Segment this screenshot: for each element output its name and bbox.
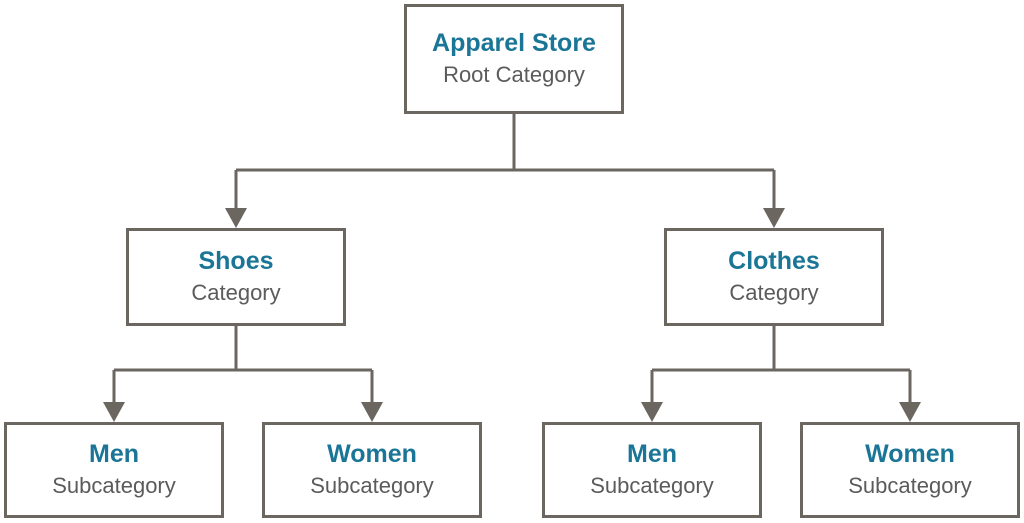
node-subtitle: Subcategory xyxy=(52,473,176,498)
node-shoes-men: Men Subcategory xyxy=(4,422,224,518)
node-subtitle: Category xyxy=(191,280,281,305)
node-subtitle: Root Category xyxy=(443,62,585,87)
arrowhead-women-2 xyxy=(899,402,921,422)
node-subtitle: Subcategory xyxy=(310,473,434,498)
node-shoes-women: Women Subcategory xyxy=(262,422,482,518)
node-title: Apparel Store xyxy=(432,29,596,57)
arrowhead-men-1 xyxy=(103,402,125,422)
arrowhead-shoes xyxy=(225,208,247,228)
node-clothes-men: Men Subcategory xyxy=(542,422,762,518)
node-subtitle: Subcategory xyxy=(590,473,714,498)
node-apparel-store: Apparel Store Root Category xyxy=(404,4,624,114)
arrowhead-men-2 xyxy=(641,402,663,422)
node-title: Men xyxy=(627,440,677,468)
node-title: Men xyxy=(89,440,139,468)
node-title: Clothes xyxy=(728,247,820,275)
node-subtitle: Subcategory xyxy=(848,473,972,498)
arrowhead-women-1 xyxy=(361,402,383,422)
node-title: Women xyxy=(865,440,955,468)
arrowhead-clothes xyxy=(763,208,785,228)
node-clothes: Clothes Category xyxy=(664,228,884,326)
node-shoes: Shoes Category xyxy=(126,228,346,326)
node-subtitle: Category xyxy=(729,280,819,305)
node-title: Women xyxy=(327,440,417,468)
node-title: Shoes xyxy=(198,247,274,275)
node-clothes-women: Women Subcategory xyxy=(800,422,1020,518)
